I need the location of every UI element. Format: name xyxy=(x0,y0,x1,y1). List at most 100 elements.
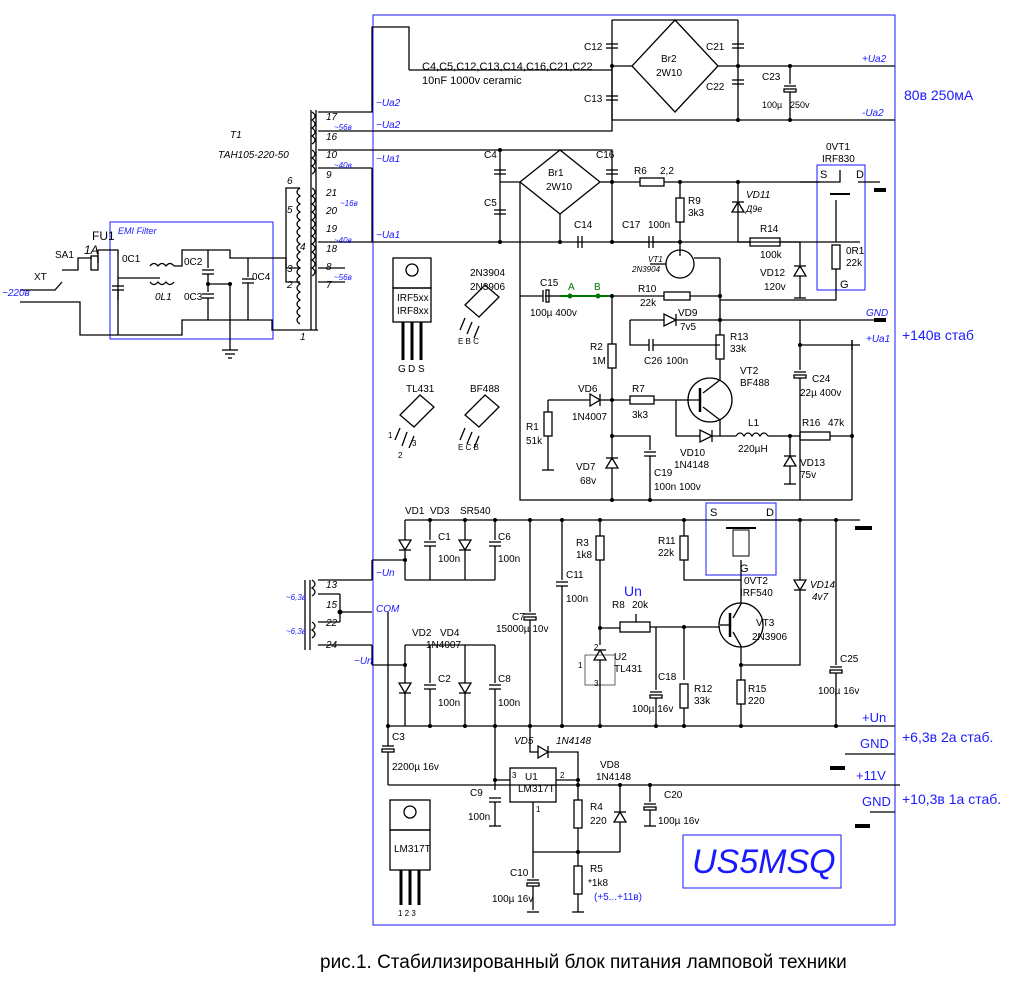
pin-13: 13 xyxy=(326,580,338,591)
label-c24-value: 22µ 400v xyxy=(800,388,841,399)
label-r16: R16 xyxy=(802,418,821,429)
label-voltage-range: (+5...+11в) xyxy=(594,892,642,903)
label-r3-value: 1k8 xyxy=(576,550,593,561)
pin-9: 9 xyxy=(326,170,332,181)
pin-19: 19 xyxy=(326,224,338,235)
pin-8: 8 xyxy=(326,262,332,273)
net-ua2: ~Ua2 xyxy=(376,98,401,109)
pinout-tl431-pin1: 1 xyxy=(388,431,393,440)
label-c3-value: 2200µ 16v xyxy=(392,762,439,773)
pinout-ebc: E B C xyxy=(458,337,479,346)
pin-17: 17 xyxy=(326,112,338,123)
label-c7: C7 xyxy=(512,612,525,623)
author-logo: US5MSQ xyxy=(692,843,836,881)
pin-3: 3 xyxy=(287,264,293,275)
pinout-irf5xx: IRF5xx xyxy=(397,293,429,304)
label-vd13-value: 75v xyxy=(800,470,816,481)
label-r5-value: *1k8 xyxy=(588,878,608,889)
mosfet1-frame xyxy=(816,164,866,291)
label-vd11: VD11 xyxy=(746,190,770,201)
label-vd1: VD1 xyxy=(405,506,425,517)
label-vd11-value: Д9е xyxy=(745,204,762,214)
label-u1-pin3: 3 xyxy=(512,771,517,780)
label-c26: C26 xyxy=(644,356,663,367)
pin-15: 15 xyxy=(326,600,338,611)
label-u1-pin1: 1 xyxy=(536,805,541,814)
label-c24: C24 xyxy=(812,374,831,385)
label-c22: C22 xyxy=(706,82,725,93)
label-c1-value: 100n xyxy=(438,554,460,565)
label-br1-value: 2W10 xyxy=(546,182,573,193)
label-r4: R4 xyxy=(590,802,603,813)
label-vd10: VD10 xyxy=(680,448,705,459)
switch-label: SA1 xyxy=(55,250,74,261)
label-c20-value: 100µ 16v xyxy=(658,816,699,827)
label-u2-pin3: 3 xyxy=(594,679,599,688)
mosfet2-gate: G xyxy=(740,563,749,575)
label-r6-value: 2,2 xyxy=(660,166,674,177)
label-r14: R14 xyxy=(760,224,779,235)
mosfet1-drain: D xyxy=(856,169,864,181)
winding-40a: ~40в xyxy=(334,161,352,170)
label-r4-value: 220 xyxy=(590,816,607,827)
output-80v: 80в 250мА xyxy=(904,87,974,103)
net-minus-ua2: -Ua2 xyxy=(862,108,884,119)
pinout-tl431: TL431 xyxy=(406,384,435,395)
label-0vt1-value: IRF830 xyxy=(822,154,855,165)
label-c11: C11 xyxy=(566,570,584,581)
emi-c3: 0C3 xyxy=(184,292,203,303)
pin-21: 21 xyxy=(325,188,337,199)
label-br2-value: 2W10 xyxy=(656,68,683,79)
emi-c1: 0C1 xyxy=(122,254,141,265)
label-c19-value: 100n 100v xyxy=(654,482,701,493)
label-r2: R2 xyxy=(590,342,603,353)
label-c19: C19 xyxy=(654,468,673,479)
pinout-irf-gate: G xyxy=(398,364,406,375)
label-vd6-value: 1N4007 xyxy=(572,412,607,423)
package-pinouts xyxy=(389,257,500,905)
label-c2-value: 100n xyxy=(438,698,460,709)
label-r7-value: 3k3 xyxy=(632,410,649,421)
label-c1: C1 xyxy=(438,532,451,543)
label-c15: C15 xyxy=(540,278,559,289)
winding-56b: ~56в xyxy=(334,273,352,282)
net-un: ~Un xyxy=(376,568,395,579)
pin-4: 4 xyxy=(300,242,306,253)
pin-2: 2 xyxy=(286,280,293,291)
label-c25: C25 xyxy=(840,654,859,665)
label-r13-value: 33k xyxy=(730,344,747,355)
label-r15: R15 xyxy=(748,684,767,695)
emi-filter-frame xyxy=(109,221,274,340)
winding-63a: ~6,3в xyxy=(286,593,306,602)
label-0r1: 0R1 xyxy=(846,246,865,257)
label-c10-value: 100µ 16v xyxy=(492,894,533,905)
label-r16-value: 47k xyxy=(828,418,845,429)
pinout-irf8xx: IRF8xx xyxy=(397,306,429,317)
label-c23-value: 100µ xyxy=(762,100,782,110)
label-c18-value: 100µ 16v xyxy=(632,704,673,715)
label-0vt2-value: IRF540 xyxy=(740,588,773,599)
note-line2: 10nF 1000v ceramic xyxy=(422,75,522,87)
label-c13: C13 xyxy=(584,94,603,105)
pinout-lm317t: LM317T xyxy=(394,844,431,855)
label-r13: R13 xyxy=(730,332,749,343)
regulator-140v-section xyxy=(494,148,886,502)
label-c9-value: 100n xyxy=(468,812,490,823)
bridge2-section xyxy=(409,19,895,122)
label-r15-value: 220 xyxy=(748,696,765,707)
pinout-irf-source: S xyxy=(418,364,425,375)
pinout-2n3904: 2N3904 xyxy=(470,268,505,279)
label-c3: C3 xyxy=(392,732,405,743)
label-c17: C17 xyxy=(622,220,641,231)
net-plus-ua2: +Ua2 xyxy=(862,54,887,65)
mosfet1-gate: G xyxy=(840,279,849,291)
pinout-tl431-pin2: 2 xyxy=(398,451,403,460)
emi-c4: 0C4 xyxy=(252,272,271,283)
label-vd5-value: 1N4148 xyxy=(556,736,591,747)
label-vd7-value: 68v xyxy=(580,476,596,487)
label-vd8-value: 1N4148 xyxy=(596,772,631,783)
pin-10: 10 xyxy=(326,150,338,161)
pin-18: 18 xyxy=(326,244,338,255)
output-10v3: +10,3в 1а стаб. xyxy=(902,791,1001,807)
label-c23: C23 xyxy=(762,72,781,83)
